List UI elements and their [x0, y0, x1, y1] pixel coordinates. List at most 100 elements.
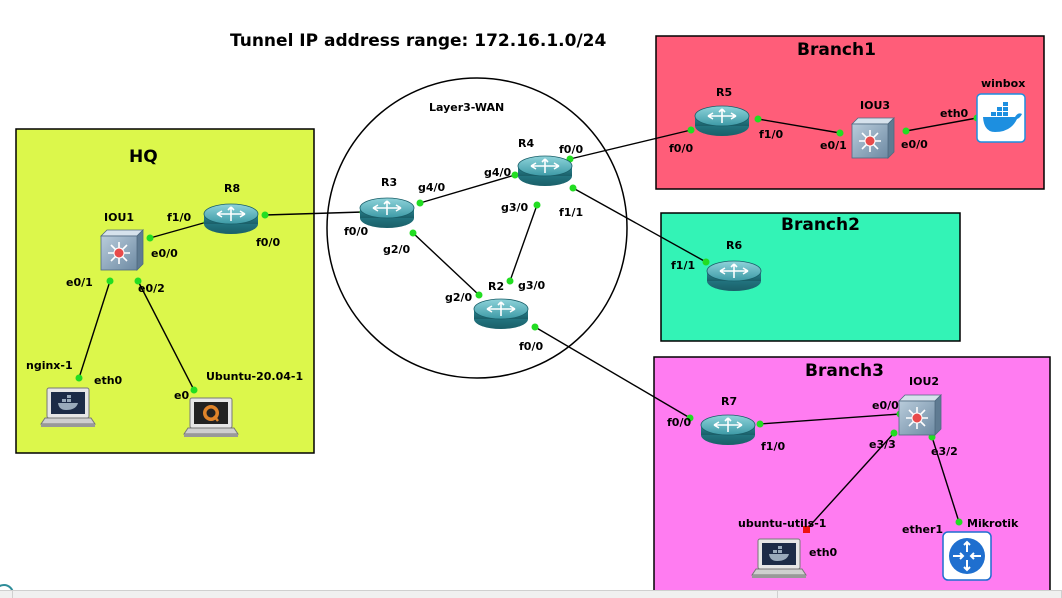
device-label-r5: R5: [716, 86, 732, 99]
port-label: f1/0: [761, 440, 785, 453]
port-label: g2/0: [445, 291, 473, 304]
port-status-dot: [756, 420, 764, 428]
link-iou2-mikrotik[interactable]: [931, 436, 960, 523]
qemu-icon: [203, 405, 219, 422]
link-r3-r2[interactable]: [412, 232, 480, 296]
router-arrows-icon: [953, 540, 981, 572]
host-ubuntu[interactable]: [183, 397, 239, 437]
link-iou3-winbox[interactable]: [905, 117, 978, 132]
device-label-ubuntu-utils: ubuntu-utils-1: [738, 517, 826, 530]
device-label-r7: R7: [721, 395, 737, 408]
port-label: e0/1: [820, 139, 847, 152]
port-status-dot: [569, 184, 577, 192]
port-status-dot: [687, 126, 695, 134]
wan-label: Layer3-WAN: [429, 101, 504, 114]
port-label: e0/2: [138, 282, 165, 295]
switch-iou3[interactable]: [851, 117, 895, 159]
router-r8[interactable]: [203, 203, 259, 234]
port-status-dot: [902, 127, 910, 135]
link-r4-r6[interactable]: [572, 187, 707, 263]
port-label: g4/0: [484, 166, 512, 179]
device-label-r3: R3: [381, 176, 397, 189]
link-r8-r3[interactable]: [264, 211, 364, 216]
port-label: f0/0: [667, 416, 691, 429]
switch-iou1[interactable]: [100, 229, 144, 271]
port-status-dot: [261, 211, 269, 219]
link-r2-r7[interactable]: [534, 326, 691, 419]
wan-cloud-ellipse[interactable]: [326, 77, 628, 379]
router-r3[interactable]: [359, 197, 415, 228]
diagram-title: Tunnel IP address range: 172.16.1.0/24: [230, 31, 606, 51]
link-r7-iou2[interactable]: [759, 413, 901, 425]
port-label: e0/0: [901, 138, 928, 151]
router-arrows-icon: [372, 200, 402, 215]
device-label-iou3: IOU3: [860, 99, 890, 112]
link-r4-r2[interactable]: [509, 204, 538, 282]
port-label: e0/0: [872, 399, 899, 412]
port-label: eth0: [94, 374, 123, 387]
port-label: g2/0: [383, 243, 411, 256]
mikrotik-router[interactable]: [942, 531, 992, 581]
port-label: f1/0: [759, 128, 783, 141]
router-r5[interactable]: [694, 105, 750, 136]
port-status-dot: [836, 129, 844, 137]
link-iou1-r8[interactable]: [149, 221, 208, 239]
port-label: e0/0: [151, 247, 178, 260]
port-status-dot: [754, 115, 762, 123]
link-r5-iou3[interactable]: [757, 118, 841, 134]
port-status-dot: [190, 386, 198, 394]
router-arrows-icon: [713, 417, 743, 432]
port-label: e3/2: [931, 445, 958, 458]
status-bar-segment: [0, 591, 13, 598]
port-status-dot: [533, 201, 541, 209]
port-status-dot: [506, 277, 514, 285]
port-status-dot: [416, 199, 424, 207]
port-label: e3/3: [869, 438, 896, 451]
host-ubuntu-utils[interactable]: [751, 538, 807, 578]
zone-title-hq: HQ: [129, 147, 158, 167]
device-label-r8: R8: [224, 182, 240, 195]
host-nginx[interactable]: [40, 387, 96, 427]
port-label: ether1: [902, 523, 943, 536]
link-r3-r4[interactable]: [419, 174, 516, 204]
port-status-dot: [409, 229, 417, 237]
port-label: f0/0: [256, 236, 280, 249]
link-r4-r5[interactable]: [569, 129, 692, 160]
device-label-r4: R4: [518, 137, 534, 150]
port-status-dot: [890, 429, 898, 437]
device-label-r2: R2: [488, 280, 504, 293]
switch-iou2[interactable]: [898, 394, 942, 436]
docker-whale-icon: [58, 395, 78, 410]
port-label: f0/0: [344, 225, 368, 238]
router-arrows-icon: [707, 108, 737, 123]
port-label: f0/0: [519, 340, 543, 353]
port-status-dot: [134, 277, 142, 285]
router-arrows-icon: [216, 206, 246, 221]
port-status-dot: [146, 234, 154, 242]
link-iou1-nginx[interactable]: [78, 280, 111, 379]
device-label-winbox: winbox: [981, 77, 1025, 90]
port-label: g4/0: [418, 181, 446, 194]
router-r2[interactable]: [473, 298, 529, 329]
links-layer: [78, 117, 978, 531]
link-iou2-ubuntuutils[interactable]: [805, 432, 895, 531]
router-r4[interactable]: [517, 155, 573, 186]
port-status-dot: [475, 291, 483, 299]
port-label: e0: [174, 389, 189, 402]
port-label: f0/0: [559, 143, 583, 156]
device-label-nginx: nginx-1: [26, 359, 73, 372]
docker-winbox[interactable]: [976, 93, 1026, 143]
router-r6[interactable]: [706, 260, 762, 291]
link-iou1-ubuntu[interactable]: [137, 280, 195, 391]
port-label: eth0: [940, 107, 969, 120]
device-label-mikrotik: Mikrotik: [967, 517, 1019, 530]
router-r7[interactable]: [700, 414, 756, 445]
device-label-ubuntu: Ubuntu-20.04-1: [206, 370, 303, 383]
port-status-dot: [75, 374, 83, 382]
port-status-dot: [106, 277, 114, 285]
port-label: f1/0: [167, 211, 191, 224]
port-status-dot: [531, 323, 539, 331]
port-label: f1/1: [671, 259, 695, 272]
router-arrows-icon: [486, 301, 516, 316]
